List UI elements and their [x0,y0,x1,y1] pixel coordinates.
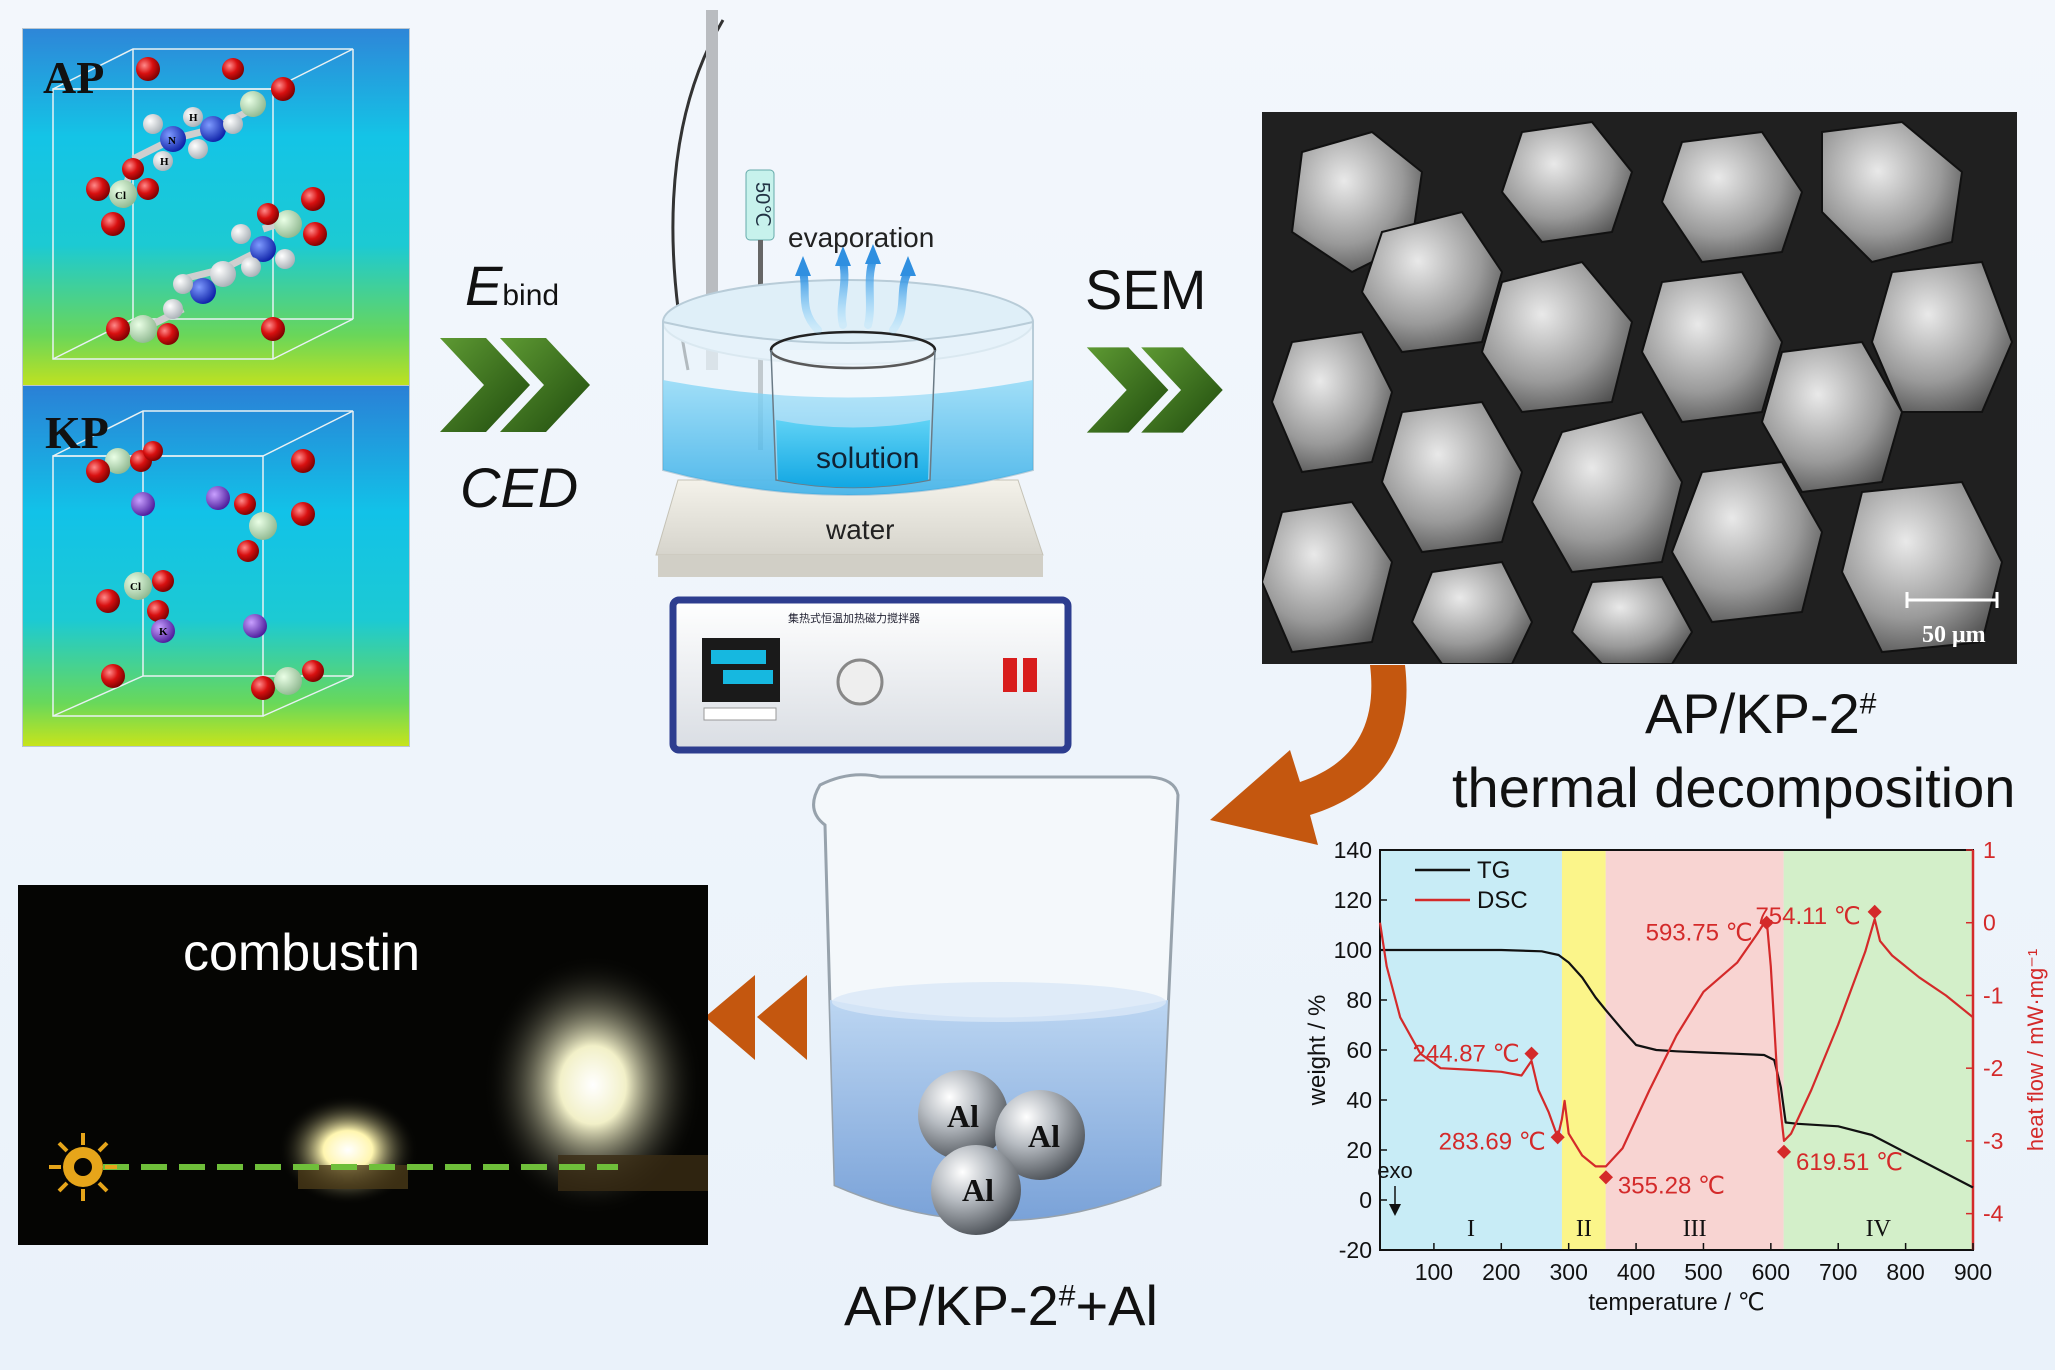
x-axis-label: temperature / ℃ [1588,1289,1764,1316]
y2-tick-label: 1 [1983,838,1996,863]
annotation-label: 754.11 ℃ [1755,903,1860,930]
y2-tick-label: -2 [1983,1055,2003,1081]
kp-label: KP [45,407,109,458]
beaker-label: AP/KP-2#+Al [844,1274,1158,1337]
y2-tick-label: -4 [1983,1201,2004,1227]
al-particle-label: Al [947,1098,979,1134]
al-particle-label: Al [1028,1118,1060,1154]
legend-label: DSC [1477,887,1528,914]
region-band [1561,850,1606,1250]
evaporation-label: evaporation [788,222,935,253]
curved-arrow-icon [1210,665,1407,845]
y-tick-label: 40 [1346,1087,1372,1113]
ap-crystal-structure: N Cl H H AP [22,28,410,390]
beaker-with-al: Al Al Al [800,765,1190,1270]
sample-name: AP/KP-2# [1645,682,1877,745]
scale-bar-label: 50 μm [1922,622,1986,648]
annotation-label: 283.69 ℃ [1439,1128,1546,1155]
y-tick-label: -20 [1339,1237,1372,1263]
exo-arrowhead-icon [1389,1204,1401,1216]
y-tick-label: 100 [1334,937,1372,963]
region-band [1605,850,1784,1250]
y2-tick-label: -3 [1983,1128,2003,1154]
atom-label: Cl [130,581,141,593]
y-tick-label: 140 [1334,838,1372,863]
double-chevron-left-icon [705,975,807,1060]
y-tick-label: 20 [1346,1137,1372,1163]
x-tick-label: 900 [1954,1259,1992,1285]
thermal-decomposition-title: thermal decomposition [1452,756,2016,819]
x-tick-label: 300 [1549,1259,1587,1285]
x-tick-label: 600 [1752,1259,1790,1285]
series-line-dsc [1378,917,1974,1168]
probe-temperature: 50℃ [751,182,773,227]
series-line-tg [1380,948,1974,1189]
region-label: II [1576,1216,1592,1242]
y-tick-label: 60 [1346,1037,1372,1063]
combustion-label: combustin [183,924,420,982]
x-tick-label: 700 [1819,1259,1857,1285]
device-label: 集热式恒温加热磁力搅拌器 [788,611,920,625]
annotation-label: 619.51 ℃ [1796,1149,1903,1176]
double-chevron-right-icon [1086,347,1223,433]
y2-axis-label: heat flow / mW·mg⁻¹ [2023,949,2048,1151]
annotation-label: 355.28 ℃ [1618,1172,1725,1199]
solution-label: solution [816,442,920,475]
atom-label: H [189,112,198,124]
x-tick-label: 100 [1415,1259,1453,1285]
x-tick-label: 500 [1684,1259,1722,1285]
legend-label: TG [1477,857,1510,884]
atom-label: H [160,156,169,168]
sem-label: SEM [1085,258,1207,321]
ignition-icon [49,1133,117,1201]
al-particle-label: Al [962,1172,994,1208]
x-tick-label: 800 [1886,1259,1924,1285]
ebind-label: Ebind [465,254,560,317]
annotation-label: 593.75 ℃ [1646,920,1753,947]
region-label: I [1467,1216,1475,1242]
sem-micrograph: 50 μm [1262,112,2017,664]
exo-label: exo [1377,1158,1412,1183]
water-label: water [826,514,895,545]
combustion-photo: combustin [18,885,708,1245]
atom-label: Cl [115,190,126,202]
annotation-label: 244.87 ℃ [1413,1041,1520,1068]
x-tick-label: 400 [1617,1259,1655,1285]
double-chevron-right-icon [440,338,590,432]
y-tick-label: 0 [1359,1187,1372,1213]
y2-tick-label: -1 [1983,982,2003,1008]
atom-label: N [168,135,176,147]
y-tick-label: 80 [1346,987,1372,1013]
y2-tick-label: 0 [1983,910,1996,936]
y-tick-label: 120 [1334,887,1372,913]
x-tick-label: 200 [1482,1259,1520,1285]
heating-stirrer-apparatus: 50℃ 集热式恒温加热磁力搅拌器 evaporation [598,10,1078,760]
kp-crystal-structure: Cl K KP [22,385,410,747]
ced-label: CED [460,456,579,519]
region-band [1783,850,1973,1250]
annotation-marker [1867,904,1882,919]
region-label: III [1683,1216,1707,1242]
region-label: IV [1866,1216,1892,1242]
atom-label: K [159,626,168,638]
y-axis-label: weight / % [1304,995,1331,1107]
ap-label: AP [43,52,105,103]
